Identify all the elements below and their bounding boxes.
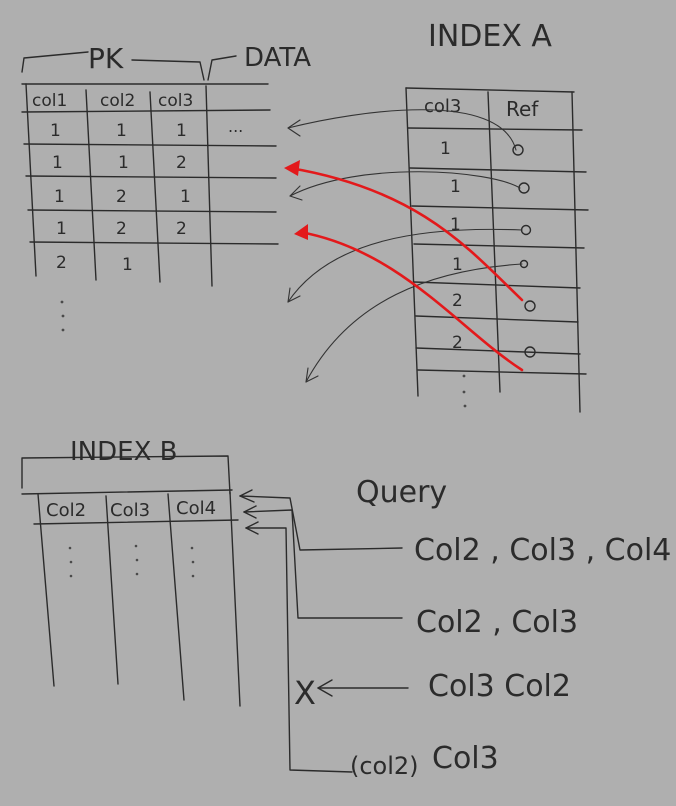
pk-cell: 1 [176,121,187,141]
pk-cell: 2 [116,219,127,239]
query-text: Col3 [432,741,499,776]
query-text: Col2 , Col3 , Col4 [414,533,671,568]
pk-cell: 1 [118,153,129,173]
index-b-header-col3: Col3 [110,500,150,521]
pk-cell: 1 [50,121,61,141]
query-text: Col3 Col2 [428,669,571,704]
pk-header-col2: col2 [100,91,135,111]
data-label: DATA [244,43,311,73]
index-a-cell: 2 [452,333,463,353]
index-a-label: INDEX A [428,19,552,54]
pk-cell: 1 [56,219,67,239]
index-a-cell: 1 [440,139,451,159]
pk-cell: 1 [54,187,65,207]
pk-cell: 2 [116,187,127,207]
index-a-header-col3: col3 [424,96,461,117]
x-mark: X [294,674,316,712]
pk-cell: 2 [176,153,187,173]
pk-label: PK [88,42,124,75]
index-a-cell: 1 [450,177,461,197]
pk-table: PK DATA col1 col2 col3 1 1 1 1 1 2 1 2 1… [21,42,311,332]
pk-cell: 2 [56,253,67,273]
pk-cell: 2 [176,219,187,239]
query-label: Query [356,475,447,510]
index-b-table: INDEX B Col2 Col3 Col4 [21,437,241,707]
query-paren: (col2) [350,752,419,780]
index-a-cell: 1 [450,215,461,235]
index-b-header-col2: Col2 [46,500,86,521]
index-a-cell: 1 [452,255,463,275]
index-a-table: INDEX A col3 Ref 1 1 1 1 2 2 [405,19,589,413]
query-section: Query Col2 , Col3 , Col4 Col2 , Col3 X C… [239,475,671,780]
index-a-header-ref: Ref [506,97,539,121]
index-b-header-col4: Col4 [176,498,216,519]
index-b-label: INDEX B [70,437,177,467]
query-text: Col2 , Col3 [416,605,578,640]
pk-cell: 1 [122,255,133,275]
index-a-pointers [284,109,524,383]
pk-cell: 1 [180,187,191,207]
data-ellipsis: ... [228,117,243,136]
pk-cell: 1 [116,121,127,141]
pk-header-col1: col1 [32,91,67,111]
pk-header-col3: col3 [158,91,193,111]
pk-cell: 1 [52,153,63,173]
index-a-cell: 2 [452,291,463,311]
